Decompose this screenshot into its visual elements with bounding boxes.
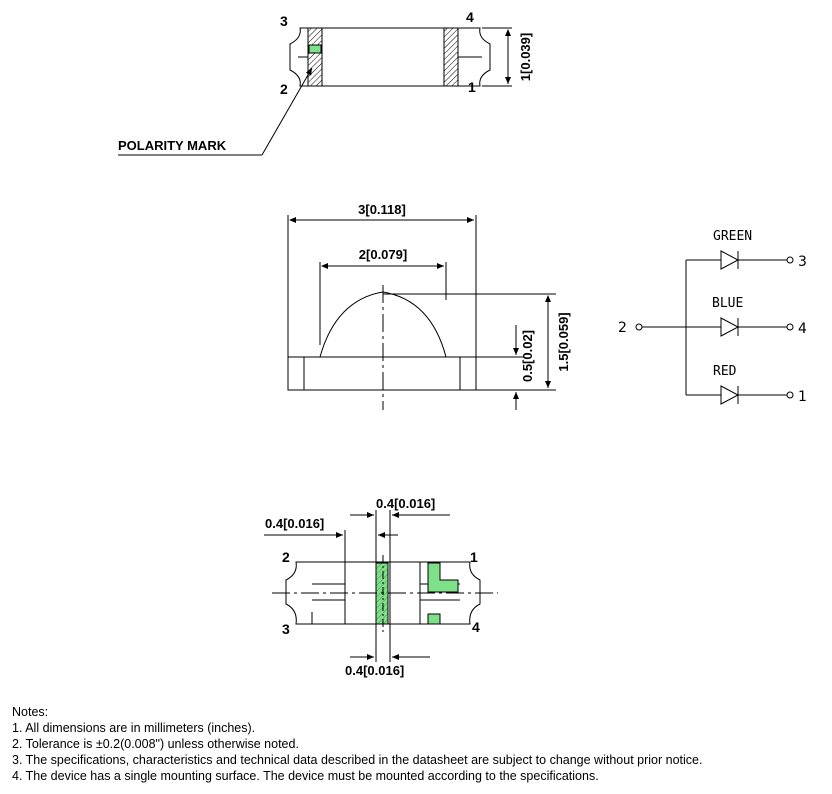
bottom-view-outline xyxy=(285,561,481,625)
schematic-common-pin: 2 xyxy=(618,320,627,336)
circuit-schematic: 2 GREEN 3 BLUE 4 RED 1 xyxy=(618,229,807,405)
bottom-pad-pin-1 xyxy=(427,562,459,593)
top-pin-label-4: 4 xyxy=(466,9,474,25)
schematic-pin-1: 1 xyxy=(798,389,807,405)
red-label: RED xyxy=(713,364,737,379)
pin-3-terminal xyxy=(786,256,794,264)
side-lens-dimension: 2[0.079] xyxy=(359,247,407,262)
bottom-pin-label-1: 1 xyxy=(470,549,478,565)
pin-4-terminal xyxy=(786,323,794,331)
pin-1-terminal xyxy=(786,391,794,399)
notes-title: Notes: xyxy=(12,705,49,719)
polarity-mark-label: POLARITY MARK xyxy=(118,138,227,153)
blue-label: BLUE xyxy=(712,296,743,311)
side-view: 3[0.118] 2[0.079] 0.5[0.02] 1.5[0.059] xyxy=(287,202,571,410)
bottom-pad-pin-4 xyxy=(427,613,441,625)
polarity-mark xyxy=(308,44,322,54)
note-item: 2. Tolerance is ±0.2(0.008") unless othe… xyxy=(12,737,299,751)
top-view: 3 4 2 1 1[0.039] POLARITY MARK xyxy=(118,9,533,156)
pin-2-terminal xyxy=(635,323,643,331)
top-pin-label-3: 3 xyxy=(280,13,288,29)
schematic-pin-4: 4 xyxy=(798,321,807,337)
top-height-dimension: 1[0.039] xyxy=(518,33,533,81)
bottom-pin-label-3: 3 xyxy=(282,621,290,637)
top-pin-label-1: 1 xyxy=(468,79,476,95)
bottom-bottom-dimension: 0.4[0.016] xyxy=(345,663,404,678)
green-diode xyxy=(720,250,740,270)
bottom-view: 2 1 3 4 0.4[0.016] 0.4[0.016] 0.4[0.016] xyxy=(264,496,498,678)
right-terminal xyxy=(443,27,459,87)
side-height-dimension: 1.5[0.059] xyxy=(556,312,571,371)
side-width-dimension: 3[0.118] xyxy=(358,202,406,217)
note-item: 1. All dimensions are in millimeters (in… xyxy=(12,721,256,735)
side-base-dimension: 0.5[0.02] xyxy=(520,330,535,382)
bottom-pin-label-4: 4 xyxy=(472,619,480,635)
led-package-drawing: 3 4 2 1 1[0.039] POLARITY MARK 3[0.118] … xyxy=(118,9,807,678)
notes-section: Notes: 1. All dimensions are in millimet… xyxy=(12,704,702,784)
bottom-pin-label-2: 2 xyxy=(282,549,290,565)
left-terminal xyxy=(307,27,323,87)
top-pin-label-2: 2 xyxy=(280,81,288,97)
red-diode xyxy=(720,385,740,405)
blue-diode xyxy=(720,317,740,337)
green-label: GREEN xyxy=(713,229,752,244)
schematic-pin-3: 3 xyxy=(798,254,807,270)
note-item: 4. The device has a single mounting surf… xyxy=(12,769,599,783)
bottom-left-dimension: 0.4[0.016] xyxy=(265,516,324,531)
top-view-outline xyxy=(289,27,491,87)
note-item: 3. The specifications, characteristics a… xyxy=(12,753,703,767)
bottom-top-dimension: 0.4[0.016] xyxy=(376,496,435,511)
side-base xyxy=(287,356,477,391)
